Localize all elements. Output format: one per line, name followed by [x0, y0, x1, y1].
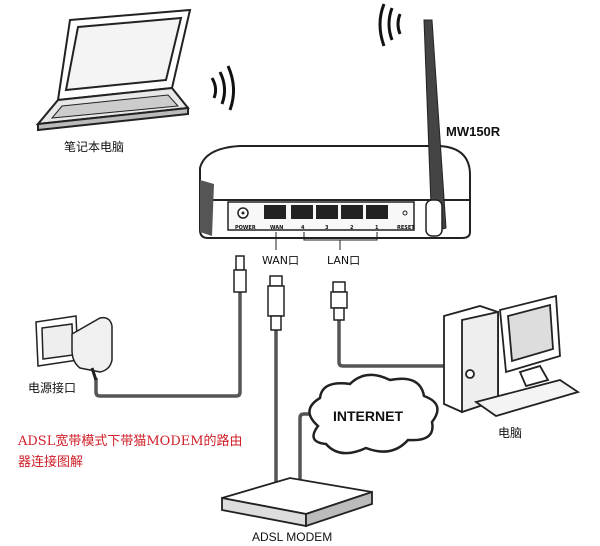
wan-plug-icon [267, 275, 285, 331]
router: POWER WAN 4 3 2 1 RESET [199, 19, 471, 250]
computer-label: 电脑 [498, 426, 523, 440]
wifi-waves-laptop-icon [210, 65, 235, 111]
power-port-label: 电源接口 [28, 381, 77, 395]
power-outlet-icon [35, 315, 79, 367]
port-label-4: 4 [301, 225, 305, 231]
caption-line-2: 器连接图解 [18, 455, 84, 470]
port-label-3: 3 [325, 225, 329, 231]
port-label-1: 1 [375, 225, 379, 231]
port-label-wan: WAN [270, 225, 283, 231]
power-plug-icon [233, 255, 247, 293]
antenna [423, 19, 447, 233]
router-model-label: MW150R [446, 124, 501, 139]
lan-cable [337, 318, 455, 368]
internet-cloud-icon: INTERNET [308, 373, 439, 455]
laptop-icon [35, 8, 192, 132]
internet-label: INTERNET [333, 408, 403, 424]
lan-port-label: LAN口 [327, 254, 361, 267]
port-label-2: 2 [350, 225, 354, 231]
adsl-modem-icon [221, 477, 373, 528]
lan-plug-icon [330, 281, 348, 321]
power-adapter-icon [71, 316, 113, 381]
modem-internet-cable [298, 412, 318, 484]
wifi-waves-router-icon [378, 3, 402, 47]
port-label-reset: RESET [397, 225, 415, 231]
reset-button-icon [402, 210, 408, 216]
caption-line-1: ADSL宽带模式下带猫MODEM的路由 [18, 434, 243, 449]
wan-port-label: WAN口 [262, 254, 300, 267]
laptop-label: 笔记本电脑 [64, 140, 125, 154]
power-cable [94, 292, 242, 398]
cables [94, 292, 455, 488]
ethernet-ports [264, 205, 388, 219]
port-label-power: POWER [235, 225, 256, 231]
modem-label: ADSL MODEM [252, 530, 333, 544]
desktop-computer-icon [443, 294, 581, 417]
